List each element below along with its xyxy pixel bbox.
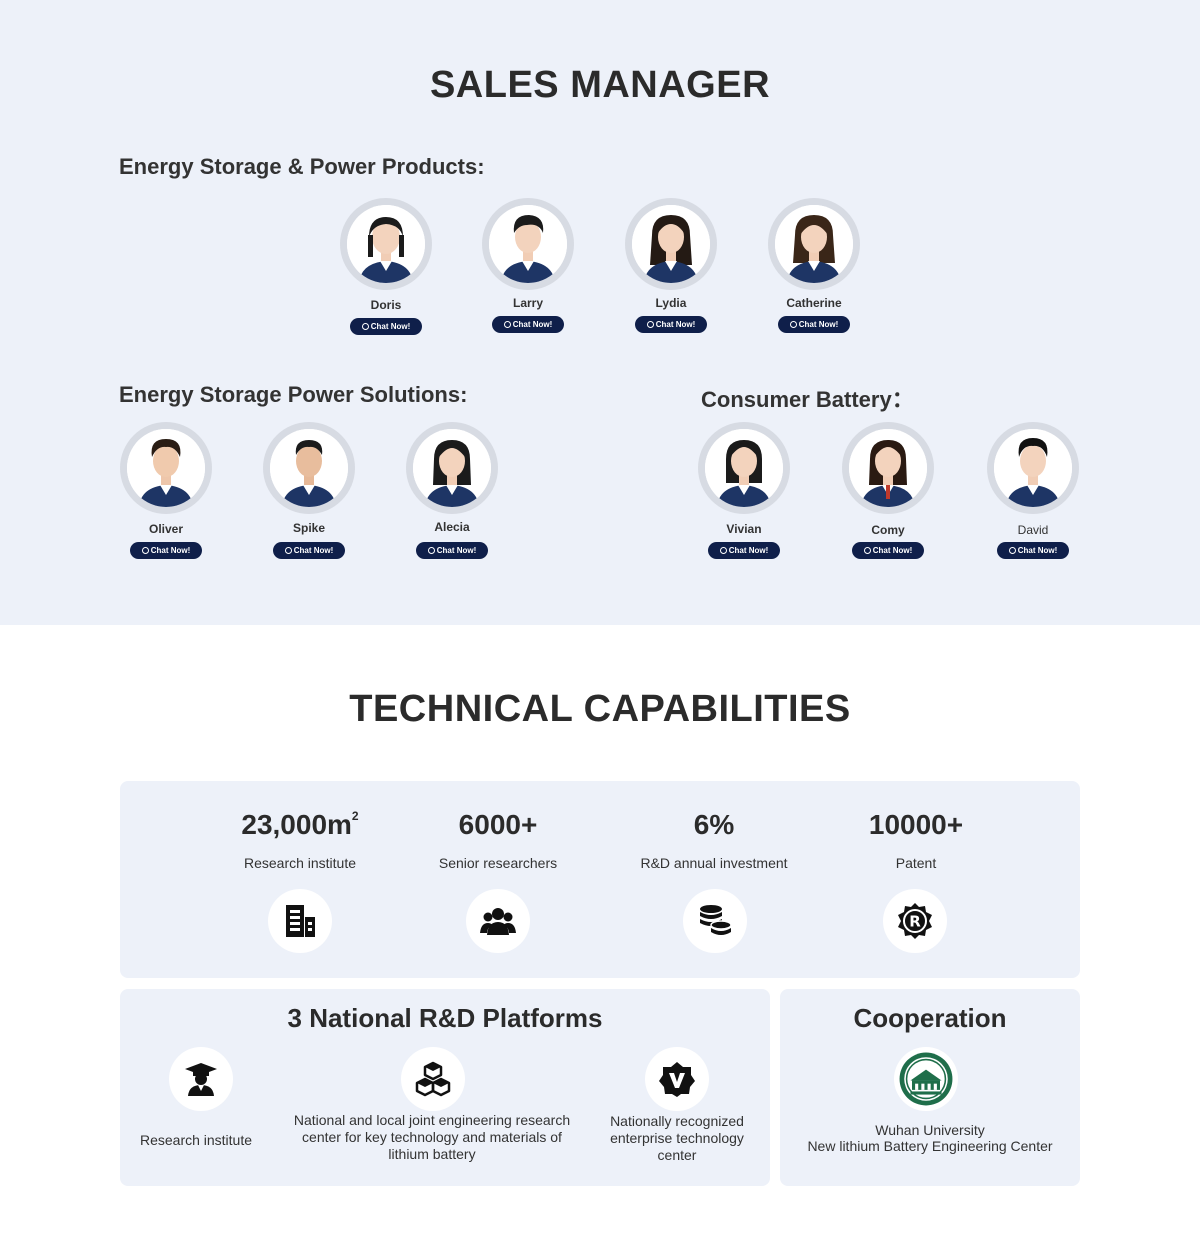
chat-now-button[interactable]: Chat Now! [997, 542, 1069, 559]
sales-person-card: Doris Chat Now! [331, 198, 441, 338]
sales-person-card: Vivian Chat Now! [689, 422, 799, 562]
sales-person-card: Larry Chat Now! [473, 198, 583, 338]
stat-patent: 10000+ Patent [816, 809, 1016, 871]
stat-label: Patent [895, 855, 937, 871]
sales-person-card: Alecia Chat Now! [397, 422, 507, 562]
sales-person-name: Alecia [434, 520, 470, 534]
cubes-icon [401, 1047, 465, 1111]
person-photo-icon [270, 429, 348, 507]
chat-icon [863, 547, 871, 554]
chat-icon [141, 547, 149, 554]
stat-senior-researchers: 6000+ Senior researchers [398, 809, 598, 871]
sales-person-name: Catherine [786, 296, 842, 310]
chat-now-button[interactable]: Chat Now! [273, 542, 345, 559]
sales-person-name: Doris [370, 298, 402, 312]
sales-person-card: Comy Chat Now! [833, 422, 943, 562]
graduate-icon [169, 1047, 233, 1111]
sales-person-card: Oliver Chat Now! [111, 422, 221, 562]
chat-now-button[interactable]: Chat Now! [778, 316, 850, 333]
cooperation-partner-center: New lithium Battery Engineering Center [807, 1138, 1053, 1154]
person-photo-icon [347, 205, 425, 283]
platforms-title: 3 National R&D Platforms [287, 1003, 603, 1033]
sales-person-name: Lydia [655, 296, 687, 310]
chat-icon [427, 547, 435, 554]
person-photo-icon [994, 429, 1072, 507]
avatar [768, 198, 860, 290]
technical-capabilities-title: TECHNICAL CAPABILITIES [349, 688, 851, 730]
sales-person-name: David [1017, 523, 1049, 537]
stat-research-area: 23,000m2 Research institute [200, 809, 400, 871]
chat-now-button[interactable]: Chat Now! [416, 542, 488, 559]
sales-person-name: Spike [292, 521, 325, 535]
chat-icon [719, 547, 727, 554]
platform-enterprise-technology-center: Nationally recognized enterprise technol… [610, 1113, 744, 1163]
sales-manager-section: SALES MANAGER Energy Storage & Power Pro… [0, 0, 1200, 625]
avatar [482, 198, 574, 290]
avatar [406, 422, 498, 514]
stat-rd-investment: 6% R&D annual investment [614, 809, 814, 871]
stat-unit-sup: 2 [351, 809, 359, 823]
consumer-battery-label: Consumer Battery： [701, 387, 914, 412]
platform-joint-engineering-center: National and local joint engineering res… [293, 1112, 571, 1162]
sales-person-name: Comy [871, 523, 905, 537]
energy-storage-solutions-label: Energy Storage Power Solutions: [119, 382, 468, 407]
avatar [842, 422, 934, 514]
chat-icon [284, 547, 292, 554]
cooperation-title: Cooperation [853, 1003, 1007, 1033]
chat-now-button[interactable]: Chat Now! [130, 542, 202, 559]
technical-capabilities-section: TECHNICAL CAPABILITIES 23,000m2 Research… [0, 625, 1200, 1249]
chat-now-button[interactable]: Chat Now! [852, 542, 924, 559]
coins-icon [683, 889, 747, 953]
person-photo-icon [849, 429, 927, 507]
avatar [987, 422, 1079, 514]
sales-person-card: Spike Chat Now! [254, 422, 364, 562]
platform-research-institute: Research institute [139, 1132, 253, 1148]
avatar [120, 422, 212, 514]
building-icon [268, 889, 332, 953]
sales-manager-title: SALES MANAGER [429, 64, 771, 106]
avatar [698, 422, 790, 514]
person-photo-icon [489, 205, 567, 283]
stat-value: 10000+ [868, 809, 964, 840]
stats-card: 23,000m2 Research institute 6000+ Senior… [120, 781, 1080, 978]
chat-icon [1008, 547, 1016, 554]
person-photo-icon [775, 205, 853, 283]
stat-label: Research institute [243, 855, 357, 871]
person-photo-icon [705, 429, 783, 507]
stat-value: 23,000m [241, 809, 352, 840]
person-photo-icon [413, 429, 491, 507]
chat-now-button[interactable]: Chat Now! [492, 316, 564, 333]
chat-icon [789, 321, 797, 328]
avatar [625, 198, 717, 290]
sales-person-name: Oliver [148, 522, 184, 536]
stat-label: Senior researchers [438, 855, 558, 871]
avatar [340, 198, 432, 290]
team-icon [466, 889, 530, 953]
person-photo-icon [127, 429, 205, 507]
university-seal-icon [894, 1047, 958, 1111]
sales-person-name: Vivian [726, 522, 762, 536]
avatar [263, 422, 355, 514]
chat-now-button[interactable]: Chat Now! [635, 316, 707, 333]
cooperation-card: Cooperation Wuhan University New lithium… [780, 989, 1080, 1186]
stat-label: R&D annual investment [640, 855, 788, 871]
person-photo-icon [632, 205, 710, 283]
chat-now-button[interactable]: Chat Now! [350, 318, 422, 335]
chat-now-button[interactable]: Chat Now! [708, 542, 780, 559]
sales-person-name: Larry [512, 296, 544, 310]
platforms-card: 3 National R&D Platforms Research instit… [120, 989, 770, 1186]
energy-storage-products-label: Energy Storage & Power Products: [119, 154, 485, 179]
chat-icon [361, 323, 369, 330]
registered-icon: R [883, 889, 947, 953]
chat-icon [646, 321, 654, 328]
svg-text:R: R [909, 913, 921, 931]
chat-icon [503, 321, 511, 328]
stat-value: 6% [693, 809, 735, 840]
stat-value: 6000+ [458, 809, 538, 840]
sales-person-card: Lydia Chat Now! [616, 198, 726, 338]
sales-person-card: David Chat Now! [978, 422, 1088, 562]
sales-person-card: Catherine Chat Now! [759, 198, 869, 338]
cooperation-partner-name: Wuhan University [875, 1122, 985, 1138]
badge-v-icon [645, 1047, 709, 1111]
